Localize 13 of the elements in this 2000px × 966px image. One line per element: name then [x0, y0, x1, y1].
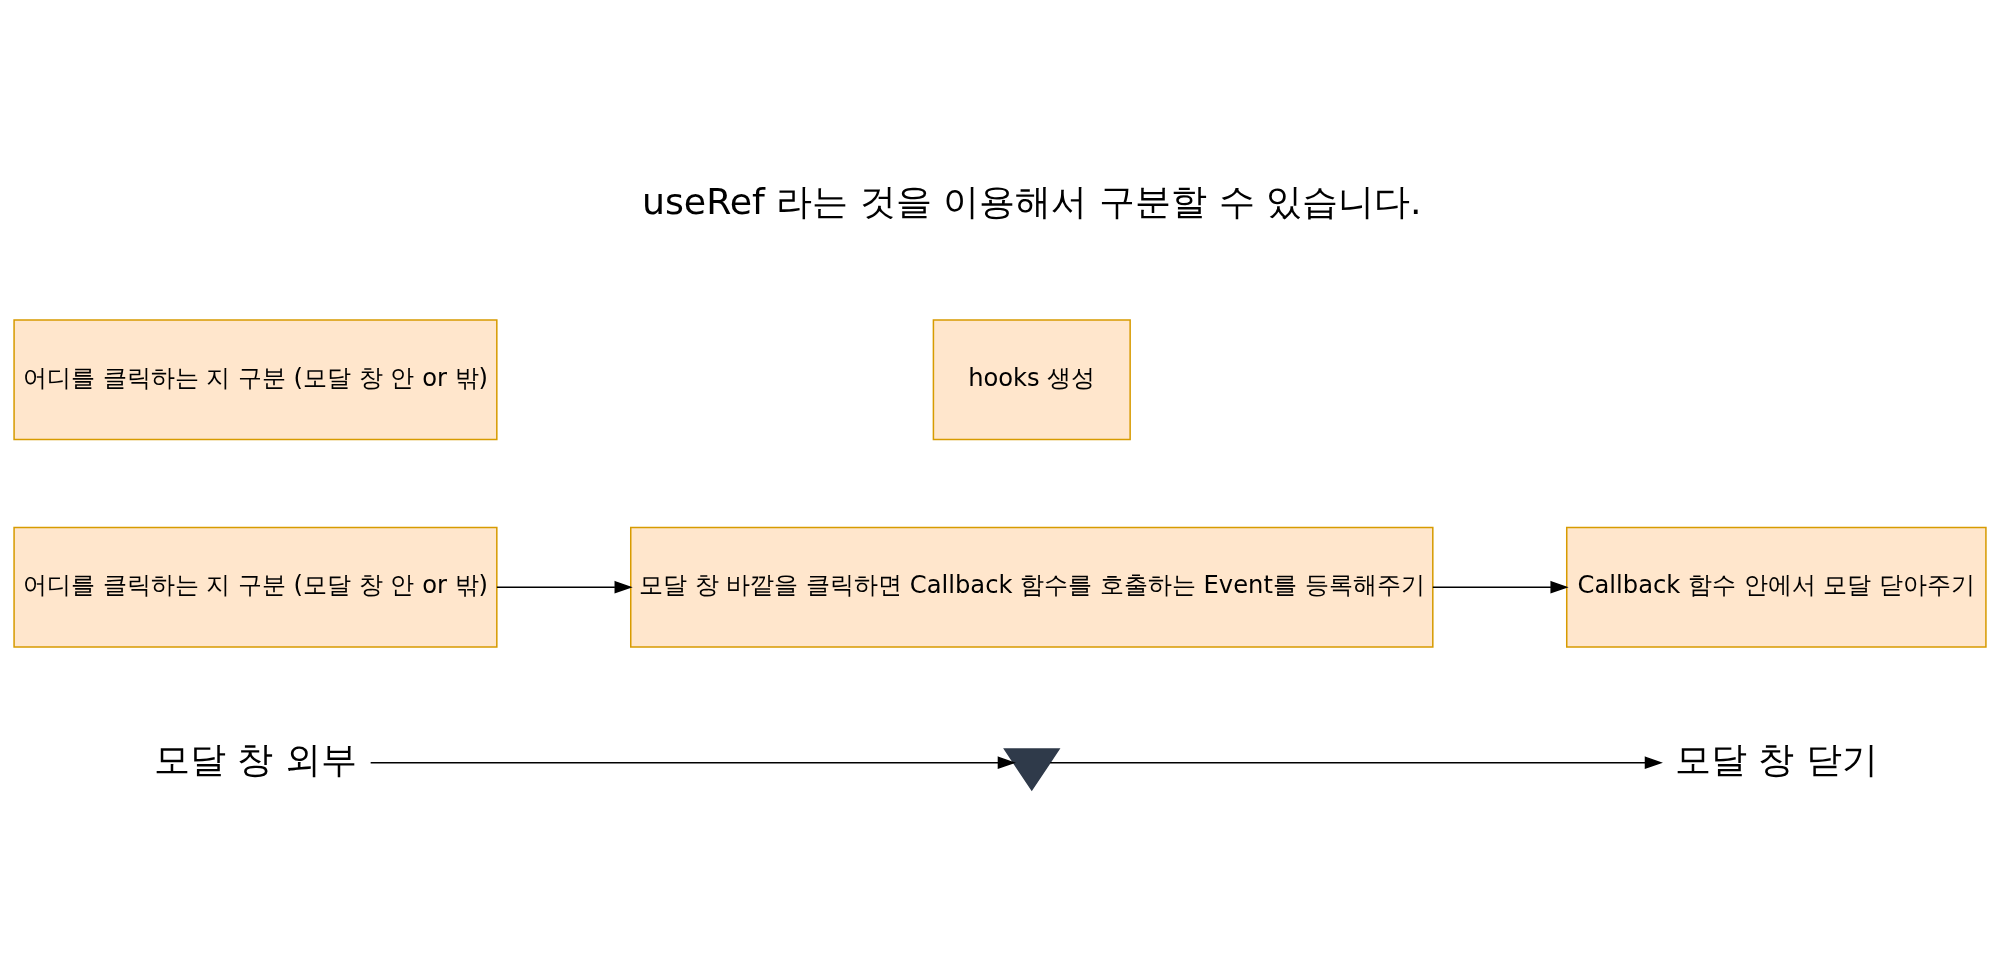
node-text: 모달 창 외부 — [153, 737, 357, 781]
arrow — [369, 755, 1016, 769]
node-box: 모달 창 바깥을 클릭하면 Callback 함수를 호출하는 Event를 등록해주기 — [630, 526, 1434, 648]
node-box: Callback 함수 안에서 모달 닫아주기 — [1566, 526, 1987, 648]
arrow — [496, 580, 633, 594]
picture — [1003, 747, 1061, 791]
node-box: 어디를 클릭하는 지 구분 (모달 창 안 or 밖) — [13, 318, 498, 440]
arrow — [1432, 580, 1569, 594]
node-text: 모달 창 닫기 — [1674, 737, 1878, 781]
node-box: 어디를 클릭하는 지 구분 (모달 창 안 or 밖) — [13, 526, 498, 648]
node-box: hooks 생성 — [932, 318, 1131, 440]
label: useRef 라는 것을 이용해서 구분할 수 있습니다. — [641, 179, 1422, 223]
arrow — [1049, 755, 1663, 769]
